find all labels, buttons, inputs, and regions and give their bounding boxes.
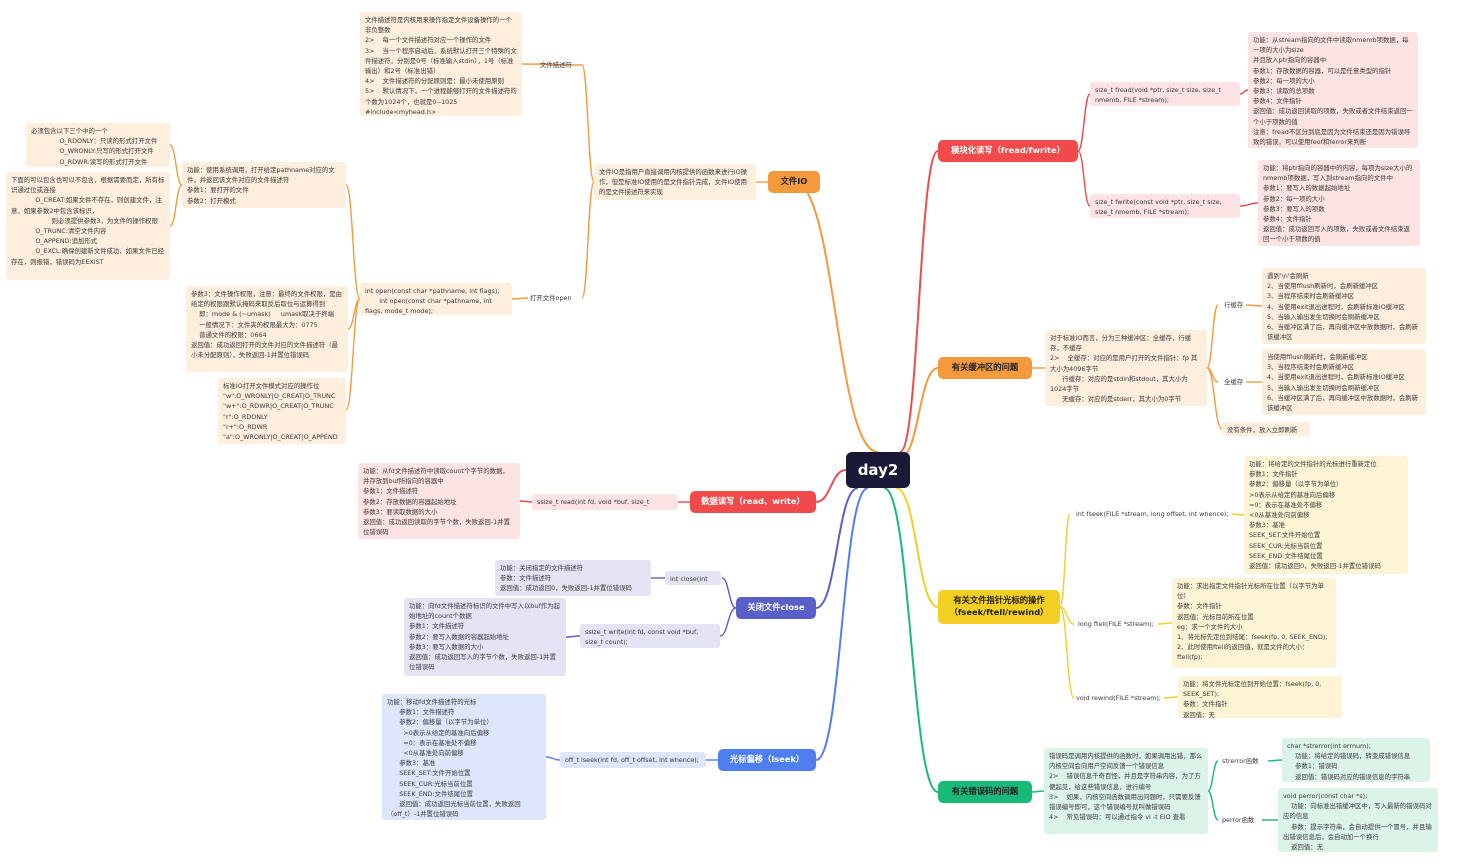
perror-note: void perror(const char *s); 功能：向标准出错缓冲区中… <box>1278 788 1438 852</box>
connector <box>1206 304 1219 369</box>
connector <box>1163 696 1179 699</box>
connector <box>793 181 879 453</box>
connector <box>1031 790 1045 793</box>
branch-fseek[interactable]: 有关文件指针光标的操作（fseek/ftell/rewind） <box>938 590 1060 624</box>
stdio-mode-map: 标准IO打开文件模式对应的操作位 "w":O_WRONLY|O_CREAT|O_… <box>218 378 346 444</box>
open-flags-required: 必须包含以下三个中的一个 O_RDONLY：只读的形式打开文件 O_WRONLY… <box>26 123 170 167</box>
connector <box>565 635 581 638</box>
rewind-note: 功能：将文件光标定位到开始位置：fseek(fp, 0, SEEK_SET); … <box>1178 676 1342 718</box>
connector <box>719 607 737 637</box>
buffer-note: 对于标准IO而言，分为三种缓冲区：全缓存，行缓存，不缓存 2> 全缓存：对应的是… <box>1045 330 1207 406</box>
fwrite-note: 功能：将ptr指向的容器中的内容，每项为size大小的nmemb项数据，写入到s… <box>1258 160 1420 246</box>
open-label[interactable]: 打开文件open <box>530 294 572 302</box>
errno-note: 错误码是调用内核提供的函数时，如果调用出错，那么内核空间会向用户空间反馈一个错误… <box>1044 748 1208 834</box>
connector <box>169 144 183 186</box>
connector <box>895 487 939 608</box>
connector <box>815 487 869 761</box>
open-func-note: 功能：使用系统调用，打开给定pathname对应的文件，并返回该文件对应的文件描… <box>182 162 346 208</box>
file-io-note: 文件IO是指用户直接调用内核提供的函数来进行IO操作，但是标准IO使用的是文件指… <box>594 164 756 200</box>
full-buffer-note: 当使用fflush刷新时，会刷新缓冲区 3、当程序结束时会刷新缓冲区 4、当使用… <box>1262 349 1426 415</box>
connector <box>169 184 183 227</box>
connector <box>1207 760 1219 792</box>
line-buffer-label[interactable]: 行缓存 <box>1224 301 1244 309</box>
fread-signature: size_t fread(void *ptr, size_t size, siz… <box>1090 82 1240 106</box>
fd-label[interactable]: 文件描述符 <box>540 61 572 69</box>
open-flags-optional: 下面的可以包含也可以不包含，根据需要而定，所有标识通过位或连接 O_CREAT:… <box>6 172 170 280</box>
perror-label[interactable]: perror函数 <box>1222 816 1255 824</box>
connector <box>581 64 595 183</box>
full-buffer-label[interactable]: 全缓存 <box>1224 378 1244 386</box>
connector <box>1206 367 1223 430</box>
connector <box>1239 89 1249 95</box>
read-note: 功能：从fd文件描述符中读取count个字节的数据，并存放到buf所指向的容器中… <box>358 463 520 539</box>
read-signature: ssize_t read(int fd, void *buf, size_t c… <box>532 494 678 510</box>
no-buffer-note: 没有条件，放入立即刷新 <box>1222 422 1310 436</box>
branch-file-io[interactable]: 文件IO <box>768 171 820 193</box>
branch-lseek[interactable]: 光标偏移（lseek） <box>718 749 816 771</box>
close-signature: int close(int fd); <box>665 571 721 585</box>
connector <box>1239 202 1259 207</box>
branch-read-write[interactable]: 数据读写（read、write） <box>690 491 816 513</box>
connector <box>815 487 859 609</box>
root-node[interactable]: day2 <box>846 452 910 488</box>
connector <box>1059 513 1071 608</box>
connector <box>1231 513 1245 516</box>
fd-note: 文件描述符是内核用来操作指定文件设备操作的一个非负整数 2> 每一个文件描述符对… <box>360 12 522 116</box>
fwrite-signature: size_t fwrite(const void *ptr, size_t si… <box>1090 194 1240 218</box>
rewind-signature: void rewind(FILE *stream); <box>1076 694 1162 702</box>
write-signature: ssize_t write(int fd, const void *buf, s… <box>580 624 720 648</box>
fread-note: 功能：从stream指向的文件中读取nmemb项数据，每一项的大小为size 并… <box>1248 32 1418 148</box>
connector <box>883 487 939 793</box>
connector <box>521 63 583 66</box>
branch-errno[interactable]: 有关错误码的问题 <box>938 781 1032 803</box>
branch-fread-fwrite[interactable]: 模块化读写（fread/fwrite） <box>938 140 1078 162</box>
ftell-note: 功能：求出指定文件指针光标所在位置（以字节为单位） 参数：文件指针 返回值：光标… <box>1172 578 1336 668</box>
fseek-note: 功能：将给定的文件指针的光标进行重新定位 参数1：文件指针 参数2：偏移量（以字… <box>1244 456 1408 574</box>
connector <box>519 500 533 503</box>
strerror-note: char *strerror(int errnum); 功能：将给定的错误码，转… <box>1282 738 1430 782</box>
branch-close[interactable]: 关闭文件close <box>736 597 816 619</box>
connector <box>815 469 847 503</box>
strerror-label[interactable]: strerror函数 <box>1222 757 1259 765</box>
open-mode-note: 参数3：文件操作权限，注意：最终的文件权限，是由给定的权限跟默认掩码来取反后取位… <box>186 286 348 372</box>
connector <box>1157 622 1173 625</box>
connector <box>1077 150 1091 207</box>
connector <box>345 184 361 300</box>
lseek-signature: off_t lseek(int fd, off_t offset, int wh… <box>560 752 706 768</box>
connector <box>721 577 737 609</box>
connector <box>581 181 595 299</box>
connector <box>345 298 361 411</box>
fseek-signature: int fseek(FILE *stream, long offset, int… <box>1076 510 1229 518</box>
connector <box>1245 304 1263 307</box>
connector <box>1267 759 1283 762</box>
connector <box>545 756 561 761</box>
connector <box>1207 790 1219 821</box>
line-buffer-note: 遇到'\n'会刷新 2、当使用fflush刷新时，会刷新缓冲区 3、当程序结束时… <box>1262 268 1426 344</box>
lseek-note: 功能：移动fd文件描述符的光标 参数1：文件描述符 参数2：偏移量（以字节为单位… <box>382 694 546 820</box>
connector <box>511 297 529 300</box>
close-note: 功能：关闭指定的文件描述符 参数：文件描述符 返回值：成功返回0，失败返回-1并… <box>495 560 651 596</box>
connector <box>1077 93 1091 152</box>
branch-buffer[interactable]: 有关缓冲区的问题 <box>938 357 1032 379</box>
connector <box>1059 606 1075 699</box>
open-signature: int open(const char *pathname, int flags… <box>360 283 512 315</box>
write-note: 功能：向fd文件描述符标识的文件中写入以buf作为起始地址的count个数据 参… <box>404 598 566 676</box>
ftell-signature: long ftell(FILE *stream); <box>1078 620 1154 628</box>
connector <box>899 150 939 453</box>
